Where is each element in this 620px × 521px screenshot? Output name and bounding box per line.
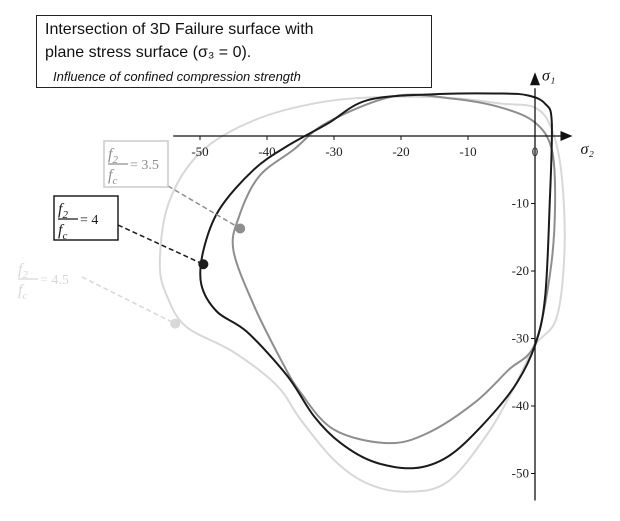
x-tick-label-5: -10 xyxy=(459,144,476,159)
markers-layer xyxy=(170,223,246,329)
series-curve-1 xyxy=(158,95,566,493)
title-line-1: Intersection of 3D Failure surface with xyxy=(45,21,314,38)
connectors-layer xyxy=(81,185,241,325)
y-axis-label: σ₁ xyxy=(542,67,555,84)
series-marker-3 xyxy=(198,259,209,270)
x-tick-label-4: -20 xyxy=(392,144,409,159)
ratio-denominator-2: fc xyxy=(108,167,117,187)
series-marker-1 xyxy=(170,318,181,329)
ratio-value-3: = 4 xyxy=(80,213,98,228)
connector-2 xyxy=(167,185,241,230)
series-marker-2 xyxy=(235,223,246,234)
ratio-denominator-3: fc xyxy=(58,222,67,242)
ratio-label-box-2 xyxy=(103,140,169,188)
title-box: Intersection of 3D Failure surface with … xyxy=(36,15,432,88)
ratio-numerator-2: f2 xyxy=(108,146,118,166)
y-tick-label-2: -20 xyxy=(512,263,529,278)
x-axis-label: σ₂ xyxy=(581,141,595,158)
x-tick-label-3: -30 xyxy=(325,144,342,159)
axes-layer: σ₂ σ₁ -50 -40 -30 -20 -10 0 -10 -20 -30 -40 -50 xyxy=(173,67,595,501)
series-curve-3 xyxy=(199,92,553,470)
y-tick-label-5: -50 xyxy=(512,466,529,481)
x-tick-label-6: 0 xyxy=(532,144,539,159)
title-subtitle: Influence of confined compression streng… xyxy=(53,69,301,84)
curves-layer xyxy=(158,92,566,493)
ratio-numerator-1: f2 xyxy=(18,261,28,281)
ratio-label-box-3 xyxy=(53,195,119,241)
y-tick-label-1: -10 xyxy=(512,196,529,211)
y-tick-label-3: -30 xyxy=(512,331,529,346)
ratio-numerator-3: f2 xyxy=(58,201,68,221)
x-axis-arrow xyxy=(560,131,573,141)
ratio-value-1: = 4.5 xyxy=(40,273,69,288)
ratio-value-2: = 3.5 xyxy=(130,158,159,173)
y-axis-arrow xyxy=(530,72,540,86)
x-tick-label-2: -40 xyxy=(258,144,275,159)
connector-1 xyxy=(81,276,176,325)
x-tick-label-1: -50 xyxy=(191,144,208,159)
ratio-denominator-1: fc xyxy=(18,282,27,302)
series-curve-2 xyxy=(231,93,557,445)
title-line-2: plane stress surface (σ₃ = 0). xyxy=(45,44,252,61)
y-tick-label-4: -40 xyxy=(512,398,529,413)
